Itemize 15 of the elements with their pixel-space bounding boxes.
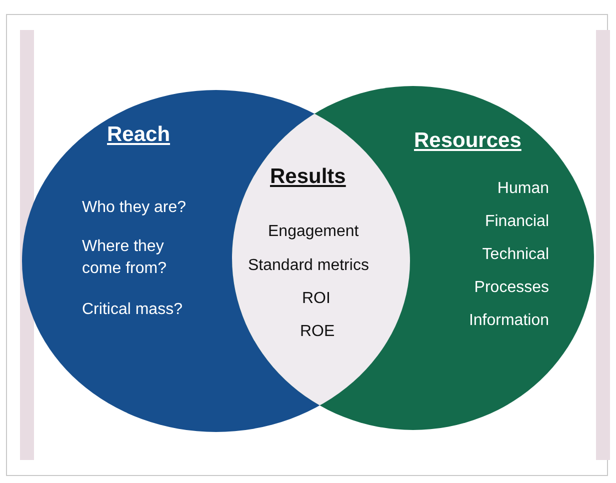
list-item: Information [468, 311, 549, 331]
list-item: Human [497, 179, 549, 199]
list-item: ROI [302, 289, 330, 309]
heading: Resources [414, 130, 522, 152]
heading: Results [270, 166, 346, 188]
list-item: ROE [300, 322, 335, 342]
heading: Reach [107, 124, 170, 146]
list-item: Who they are? [82, 198, 186, 218]
list-item: Critical mass? [82, 300, 182, 320]
list-item: Engagement [268, 222, 359, 242]
list-item: Technical [482, 245, 549, 265]
list-item: Where they come from? [82, 237, 168, 279]
list-item: Processes [474, 278, 549, 298]
list-item: Financial [484, 212, 549, 232]
list-item: Standard metrics [248, 256, 369, 276]
